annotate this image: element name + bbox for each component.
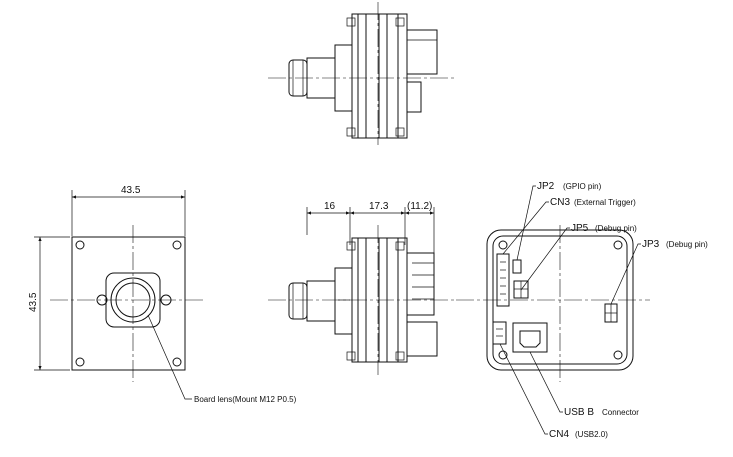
side-view: 16 17.3 (11.2) <box>268 201 455 375</box>
back-view: JP2 (GPIO pin) CN3 (External Trigger) JP… <box>456 181 708 440</box>
label-jp3: JP3 <box>642 239 660 250</box>
label-cn3-desc: (External Trigger) <box>574 198 636 207</box>
dim-side-body: 17.3 <box>369 201 389 212</box>
label-cn4: CN4 <box>549 429 569 440</box>
label-jp2-desc: (GPIO pin) <box>563 182 602 191</box>
label-jp5: JP5 <box>571 223 589 234</box>
label-cn3: CN3 <box>550 197 570 208</box>
label-board-lens: Board lens(Mount M12 P0.5) <box>194 395 297 404</box>
label-jp2: JP2 <box>537 181 555 192</box>
dim-side-connector: (11.2) <box>407 201 432 212</box>
dim-front-height: 43.5 <box>28 292 39 312</box>
label-jp5-desc: (Debug pin) <box>595 224 637 233</box>
top-view <box>268 2 455 145</box>
dim-side-lens: 16 <box>324 201 336 212</box>
label-usb-b: USB B <box>564 407 594 418</box>
label-usb-b-desc: Connector <box>602 408 639 417</box>
label-cn4-desc: (USB2.0) <box>575 430 608 439</box>
front-view: 43.5 43.5 Board lens(Mount M12 P0.5) <box>28 185 297 404</box>
label-jp3-desc: (Debug pin) <box>666 240 708 249</box>
dim-front-width: 43.5 <box>121 185 141 196</box>
